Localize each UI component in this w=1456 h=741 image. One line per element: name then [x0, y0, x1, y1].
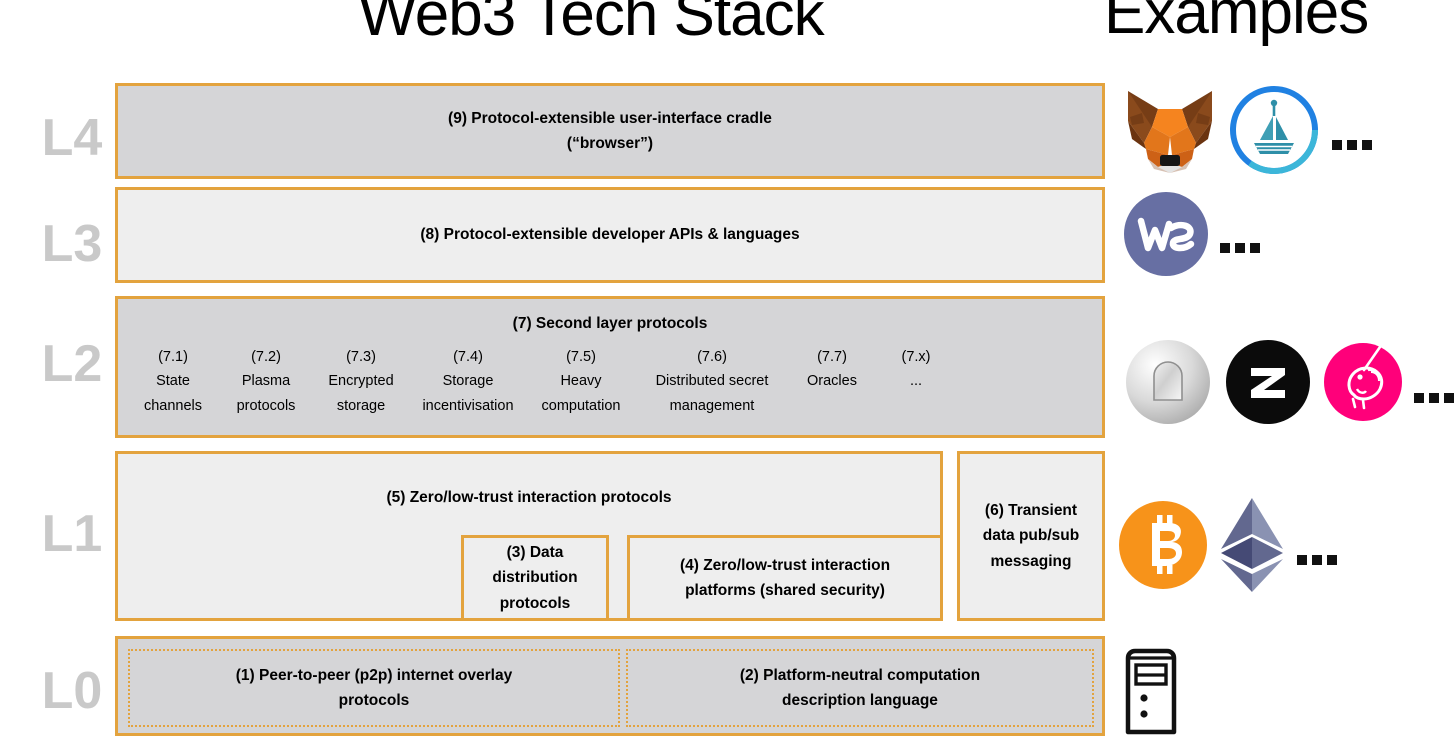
raiden-icon — [1126, 340, 1210, 424]
l2-subitem-7-5[interactable]: (7.5) Heavy computation — [526, 345, 636, 418]
layer-label-l4: L4 — [41, 109, 103, 167]
layer-box-l0[interactable]: (1) Peer-to-peer (p2p) internet overlay … — [115, 636, 1105, 736]
l2-subitem-name: Oracles — [807, 373, 857, 390]
l2-subitem-code: (7.5) — [566, 349, 596, 365]
ethereum-logo[interactable] — [1219, 496, 1285, 599]
examples-l2-more — [1414, 392, 1454, 403]
l1-six-line-1: (6) Transient data pub/sub messaging — [982, 502, 1080, 570]
server-tower-icon-wrap[interactable] — [1122, 644, 1180, 741]
ethereum-icon — [1221, 498, 1283, 592]
web3js-icon — [1124, 192, 1208, 276]
layer-box-l2[interactable]: (7) Second layer protocols (7.1) State c… — [115, 296, 1105, 438]
l2-subitem-name: Plasma protocols — [236, 373, 296, 414]
l2-subitem-7-x[interactable]: (7.x) ... — [876, 345, 956, 394]
l0-two-line-1: (2) Platform-neutral computation descrip… — [739, 666, 981, 709]
l2-subitem-name: State channels — [143, 373, 203, 414]
l3-line-1: (8) Protocol-extensible developer APIs &… — [420, 226, 800, 244]
l1-five-line-1: (5) Zero/low-trust interaction protocols — [386, 489, 672, 506]
layer-box-l1-six[interactable]: (6) Transient data pub/sub messaging — [957, 451, 1105, 621]
l2-subitem-name: Distributed secret management — [655, 373, 769, 414]
l4-line-2: (“browser”) — [566, 135, 654, 152]
matter-labs-z-icon — [1226, 340, 1310, 424]
page-title: Web3 Tech Stack — [358, 0, 824, 49]
layer-label-l0: L0 — [41, 662, 103, 720]
l2-subitem-name: Heavy computation — [541, 373, 621, 414]
server-tower-icon — [1125, 648, 1177, 735]
l1-four-line-1: (4) Zero/low-trust interaction platforms… — [679, 556, 891, 599]
bitcoin-logo[interactable] — [1119, 501, 1207, 594]
examples-row-l2 — [1124, 338, 1454, 431]
layer-label-l3: L3 — [41, 215, 103, 273]
examples-row-l0 — [1122, 644, 1180, 741]
bitcoin-icon — [1119, 501, 1207, 589]
l2-subitem-code: (7.x) — [901, 349, 931, 365]
l2-subitem-code: (7.1) — [158, 349, 188, 365]
layer-box-l0-two[interactable]: (2) Platform-neutral computation descrip… — [626, 649, 1094, 727]
uniswap-unicorn-icon — [1324, 343, 1402, 421]
examples-l1-more — [1297, 554, 1337, 565]
l2-subitem-name: ... — [909, 373, 923, 390]
raiden-logo[interactable] — [1124, 338, 1212, 431]
layer-label-l2: L2 — [41, 335, 103, 393]
l2-subitem-code: (7.6) — [697, 349, 727, 365]
l1-three-line-1: (3) Data distribution protocols — [492, 544, 578, 612]
matter-labs-logo[interactable] — [1226, 340, 1310, 429]
examples-l3-more — [1220, 242, 1260, 253]
l2-subitem-7-3[interactable]: (7.3) Encrypted storage — [312, 345, 410, 418]
l2-subitem-7-6[interactable]: (7.6) Distributed secret management — [636, 345, 788, 418]
l2-subitem-code: (7.7) — [817, 349, 847, 365]
layer-box-l1-four[interactable]: (4) Zero/low-trust interaction platforms… — [627, 535, 943, 621]
l2-subitem-7-1[interactable]: (7.1) State channels — [126, 345, 220, 418]
opensea-ship-icon — [1230, 86, 1318, 174]
examples-row-l3 — [1124, 192, 1260, 281]
examples-row-l4 — [1124, 86, 1372, 179]
layer-box-l3[interactable]: (8) Protocol-extensible developer APIs &… — [115, 187, 1105, 283]
l0-one-line-1: (1) Peer-to-peer (p2p) internet overlay … — [235, 666, 513, 709]
examples-column-title: Examples — [1104, 0, 1369, 47]
metamask-logo[interactable] — [1124, 87, 1216, 178]
l2-subitem-code: (7.3) — [346, 349, 376, 365]
metamask-fox-icon — [1128, 91, 1212, 173]
l2-title: (7) Second layer protocols — [512, 315, 708, 332]
l2-subitem-name: Encrypted storage — [328, 373, 394, 414]
l4-line-1: (9) Protocol-extensible user-interface c… — [448, 109, 772, 127]
layer-box-l0-one[interactable]: (1) Peer-to-peer (p2p) internet overlay … — [128, 649, 620, 727]
l2-subitem-row: (7.1) State channels (7.2) Plasma protoc… — [126, 345, 1094, 418]
l2-subitem-7-4[interactable]: (7.4) Storage incentivisation — [410, 345, 526, 418]
web3js-logo[interactable] — [1124, 192, 1208, 281]
layer-label-l1: L1 — [41, 505, 103, 563]
l2-subitem-name: Storage incentivisation — [422, 373, 514, 414]
uniswap-logo[interactable] — [1324, 343, 1402, 426]
examples-row-l1 — [1119, 496, 1337, 599]
l2-subitem-code: (7.4) — [453, 349, 483, 365]
l2-subitem-code: (7.2) — [251, 349, 281, 365]
l4-text-block: (9) Protocol-extensible user-interface c… — [448, 106, 772, 156]
opensea-logo[interactable] — [1230, 86, 1318, 179]
l2-subitem-7-7[interactable]: (7.7) Oracles — [788, 345, 876, 394]
l2-subitem-7-2[interactable]: (7.2) Plasma protocols — [220, 345, 312, 418]
layer-box-l4[interactable]: (9) Protocol-extensible user-interface c… — [115, 83, 1105, 179]
examples-l4-more — [1332, 139, 1372, 150]
layer-box-l1-three[interactable]: (3) Data distribution protocols — [461, 535, 609, 621]
